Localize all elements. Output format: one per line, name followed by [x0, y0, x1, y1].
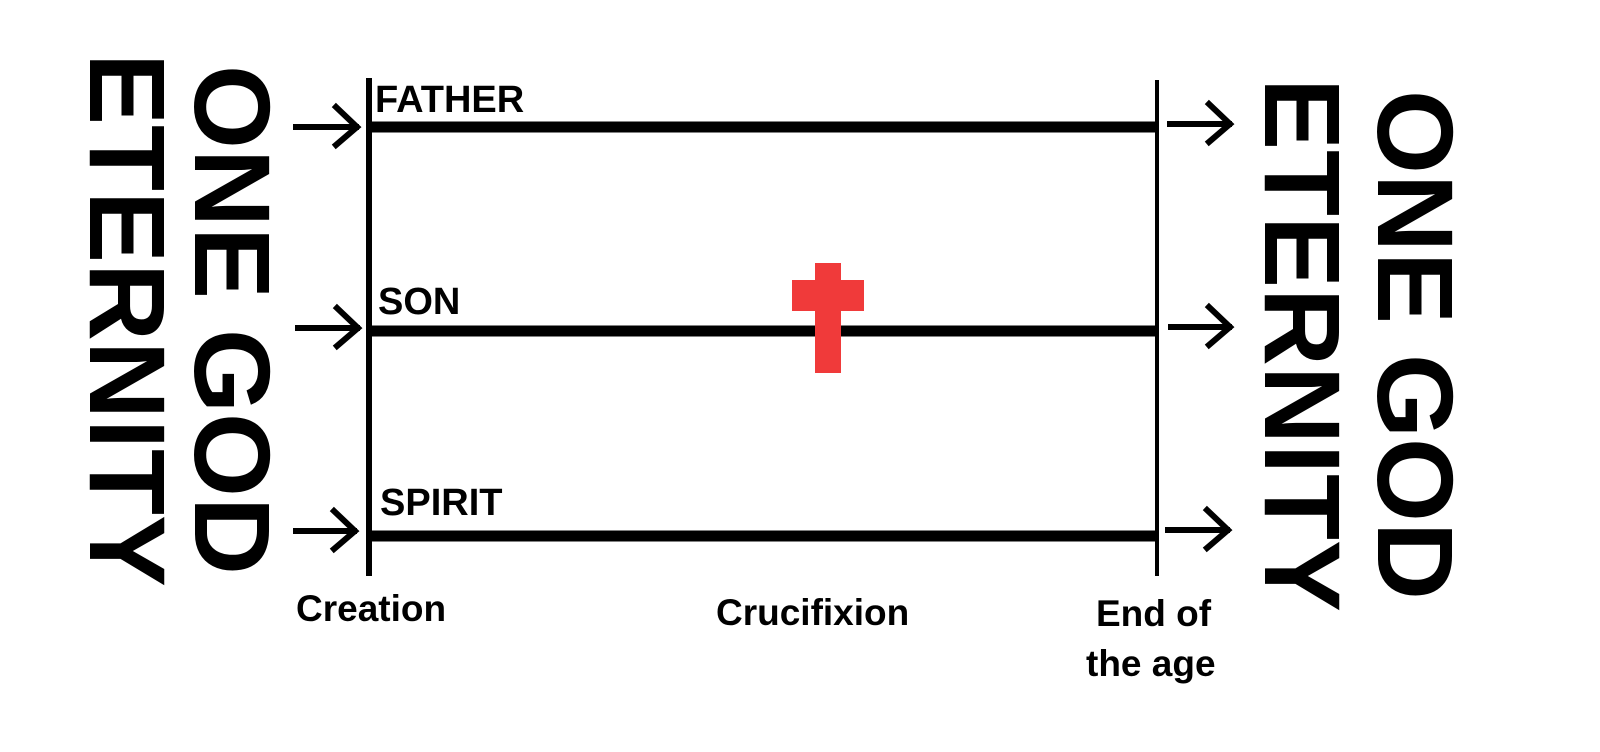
right-one-god-label: ONE GOD — [1355, 90, 1476, 600]
event-end-of-age-label-line1: End of — [1096, 593, 1212, 634]
left-eternity-label: ETERNITY — [67, 53, 188, 587]
right-arrow-icon — [293, 102, 362, 150]
lane-label-spirit: SPIRIT — [380, 482, 502, 524]
right-eternity-label: ETERNITY — [1242, 78, 1363, 612]
cross-icon — [792, 263, 864, 373]
right-arrow-icon — [1167, 99, 1235, 147]
event-end-of-age-label-line2: the age — [1086, 643, 1216, 684]
event-crucifixion-label: Crucifixion — [716, 592, 909, 633]
right-arrow-icon — [293, 506, 360, 554]
right-arrow-icon — [1165, 505, 1233, 553]
event-creation-label: Creation — [296, 588, 446, 629]
right-arrow-icon — [295, 303, 363, 351]
lane-label-father: FATHER — [375, 79, 524, 121]
lane-label-son: SON — [378, 281, 460, 323]
left-one-god-label: ONE GOD — [172, 65, 293, 575]
right-arrow-icon — [1168, 302, 1235, 350]
